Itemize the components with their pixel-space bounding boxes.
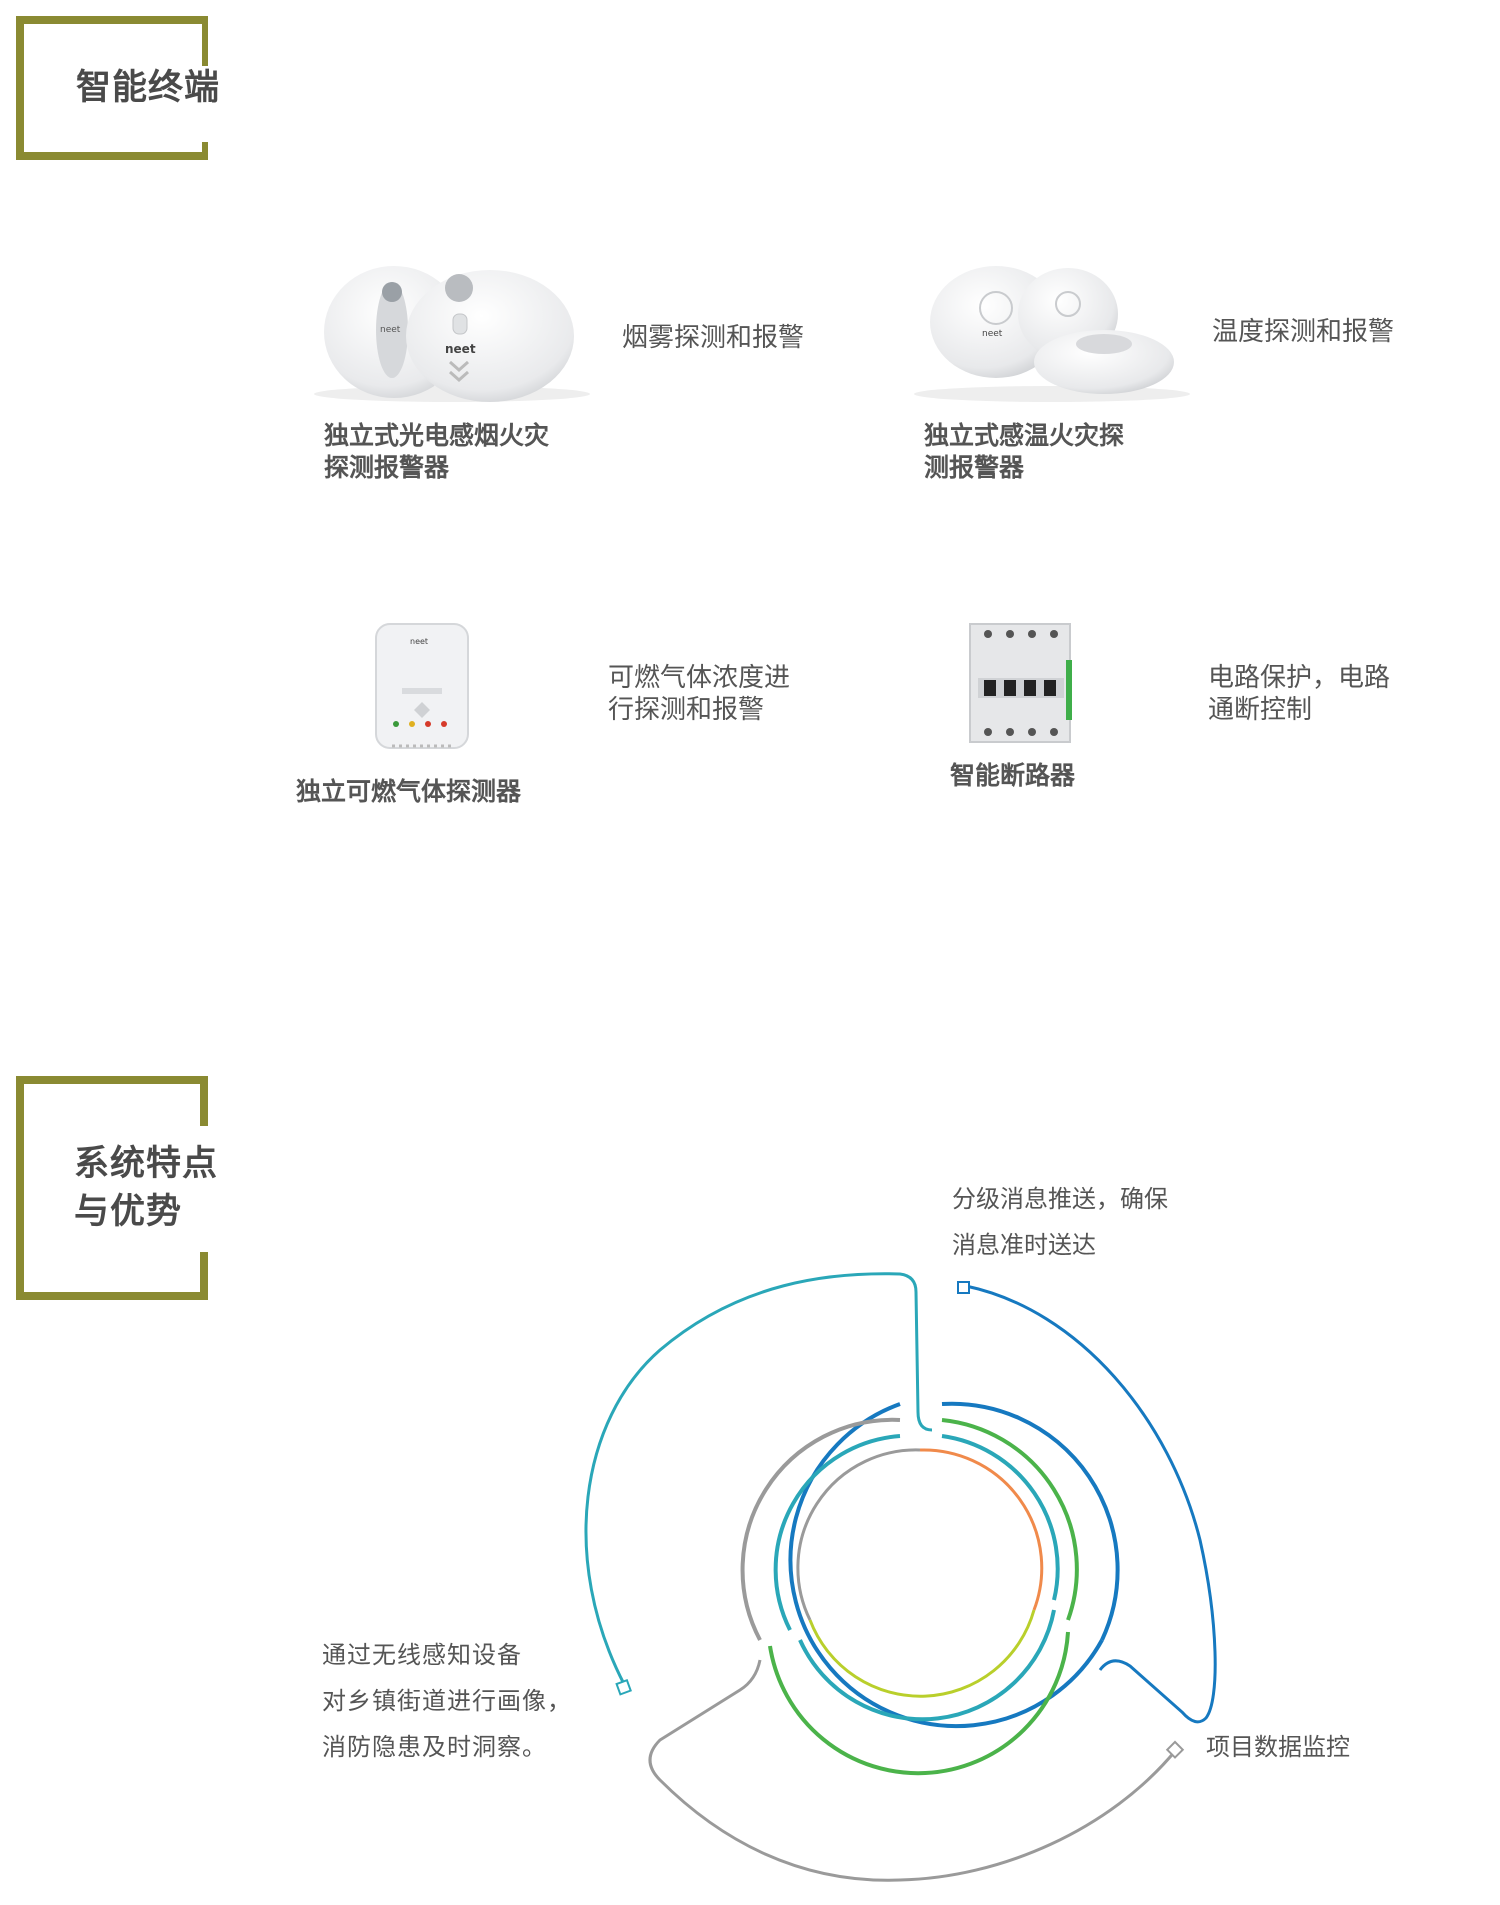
heat-detector-icon: neet [912,262,1194,402]
svg-text:neet: neet [410,637,428,646]
ring-inner-lime [808,1609,1036,1698]
outer-gray-arc [648,1659,1178,1882]
bracket-frame-icon [16,1076,208,1300]
ring-inner-orange [919,1448,1044,1611]
ring-blue-right [941,1401,1120,1641]
outer-teal-arc [584,1272,933,1685]
ring-green [941,1418,1079,1621]
ring-green-low [768,1631,1070,1776]
outer-blue-node [957,1281,970,1294]
product-desc-breaker: 电路保护，电路 通断控制 [1208,663,1391,725]
ring-gray [740,1417,901,1641]
product-name-gas: 独立可燃气体探测器 [296,777,522,806]
ring-teal-right [941,1434,1060,1601]
outer-teal-node [615,1678,632,1696]
section-title-terminals: 智能终端 [76,68,221,108]
product-name-smoke: 独立式光电感烟火灾 探测报警器 [324,421,550,482]
ring-inner-gray [796,1448,921,1621]
svg-text:neet: neet [982,329,1003,339]
circuit-breaker-icon [966,620,1076,746]
ring-blue [788,1402,1104,1729]
bracket-frame-icon [16,12,210,162]
section-heading-features: 系统特点 与优势 [16,1076,217,1300]
ring-teal [773,1434,901,1631]
feature-text-push: 分级消息推送，确保 消息准时送达 [952,1185,1168,1259]
section-heading-terminals: 智能终端 [16,12,219,162]
feature-text-monitoring: 项目数据监控 [1206,1733,1350,1761]
product-name-heat: 独立式感温火灾探 测报警器 [924,421,1125,482]
section-title-features: 系统特点 与优势 [74,1144,219,1232]
outer-blue-arc [965,1284,1217,1724]
gas-detector-icon: neet [372,622,472,754]
product-desc-gas: 可燃气体浓度进 行探测和报警 [608,663,791,725]
svg-text:neet: neet [380,325,401,335]
feature-text-sensing: 通过无线感知设备 对乡镇街道进行画像， 消防隐患及时洞察。 [322,1641,572,1761]
svg-text:neet: neet [445,342,476,356]
product-desc-smoke: 烟雾探测和报警 [622,323,805,353]
ring-teal-low [798,1609,1056,1722]
product-desc-heat: 温度探测和报警 [1212,317,1395,347]
smoke-detector-icon: neet neet [312,252,594,402]
outer-gray-node [1165,1740,1185,1759]
product-name-breaker: 智能断路器 [950,761,1076,790]
